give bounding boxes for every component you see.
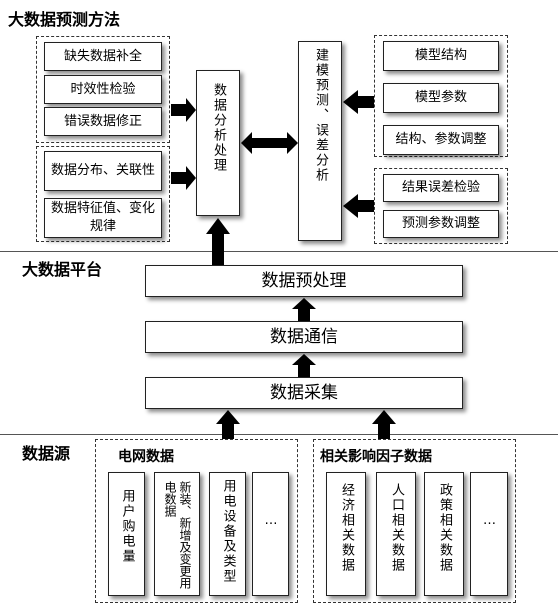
section-title-platform: 大数据平台 [22, 260, 103, 279]
modeling-label: 建模预测、误差分析 [313, 48, 328, 183]
structure-adjust-box: 结构、参数调整 [383, 125, 499, 155]
arrow-cleaning-to-analysis [171, 98, 196, 122]
feature-values-box: 数据特征值、变化规律 [44, 198, 162, 238]
group-data-cleaning [36, 36, 170, 143]
factor-item-population: 人口相关数据 [376, 472, 416, 596]
arrow-error-check-to-modeling [343, 194, 374, 218]
analysis-label: 数据分析处理 [211, 83, 226, 173]
grid-item-equipment: 用电设备及类型 [209, 472, 246, 596]
group-factor-data [313, 439, 516, 603]
grid-item-purchase: 用户购电量 [108, 472, 145, 596]
model-params-box: 模型参数 [383, 83, 499, 113]
group-grid-data [95, 439, 298, 603]
grid-item-new-install: 新装、新增及变更用电数据 [154, 472, 200, 596]
factor-item-policy: 政策相关数据 [424, 472, 464, 596]
separator-sources [0, 434, 558, 435]
arrow-communication-to-preprocess [292, 298, 316, 321]
error-correction-box: 错误数据修正 [44, 107, 162, 136]
grid-data-label: 电网数据 [118, 449, 174, 465]
grid-item-more: … [252, 472, 289, 596]
arrow-model-config-to-modeling [343, 90, 374, 114]
group-error-check [374, 168, 508, 244]
factor-item-economy: 经济相关数据 [326, 472, 366, 596]
analysis-box: 数据分析处理 [196, 70, 240, 216]
separator-platform [0, 251, 558, 252]
communication-box: 数据通信 [145, 321, 463, 353]
arrow-grid-to-collection [216, 410, 240, 439]
param-adjust-box: 预测参数调整 [383, 210, 499, 238]
arrow-collection-to-communication [292, 354, 316, 377]
arrow-preprocess-to-analysis [206, 218, 230, 265]
factor-item-more: … [470, 472, 508, 596]
arrow-analysis-modeling [241, 132, 298, 154]
group-model-config [374, 35, 508, 157]
result-error-box: 结果误差检验 [383, 174, 499, 202]
model-structure-box: 模型结构 [383, 41, 499, 71]
group-data-features [36, 146, 170, 242]
modeling-box: 建模预测、误差分析 [298, 41, 342, 241]
section-title-sources: 数据源 [22, 444, 71, 463]
arrow-factor-to-collection [372, 410, 396, 439]
collection-box: 数据采集 [145, 377, 463, 409]
factor-data-label: 相关影响因子数据 [320, 449, 432, 465]
missing-data-box: 缺失数据补全 [44, 42, 162, 71]
arrow-features-to-analysis [171, 166, 196, 190]
preprocess-box: 数据预处理 [145, 265, 463, 297]
section-title-methods: 大数据预测方法 [8, 10, 121, 29]
timeliness-box: 时效性检验 [44, 75, 162, 104]
distribution-box: 数据分布、关联性 [44, 151, 162, 191]
